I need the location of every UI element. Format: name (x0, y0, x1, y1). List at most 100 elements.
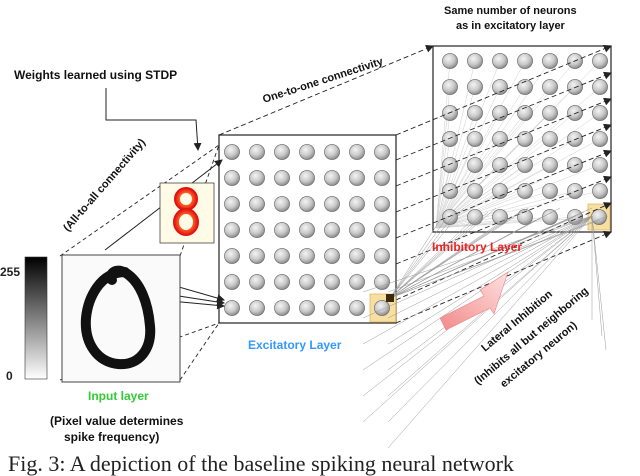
one-to-one-line (395, 123, 612, 213)
scale-max-label: 255 (0, 265, 20, 279)
excitatory-neuron (249, 300, 265, 316)
lateral-fan-line (387, 215, 593, 345)
excitatory-neuron (374, 274, 390, 290)
one-to-one-line (395, 71, 612, 161)
inhibitory-neuron (542, 53, 558, 69)
excitatory-neuron (299, 170, 315, 186)
inhibitory-neuron (542, 157, 558, 173)
excitatory-neuron-grid (224, 144, 390, 316)
inhibitory-neuron (592, 105, 608, 121)
excitatory-neuron (249, 170, 265, 186)
excitatory-neuron (274, 196, 290, 212)
excitatory-neuron (249, 274, 265, 290)
excitatory-neuron (224, 274, 240, 290)
inhibitory-neuron (492, 53, 508, 69)
inhibitory-neuron (592, 79, 608, 95)
one-to-one-line (395, 149, 612, 239)
excitatory-target-marker (386, 294, 394, 302)
inhibitory-fan-line (435, 112, 501, 229)
excitatory-neuron (374, 170, 390, 186)
inhibitory-neuron (567, 183, 583, 199)
inhibitory-fan-line (435, 164, 601, 229)
excitatory-neuron (299, 222, 315, 238)
inhibitory-neuron (542, 105, 558, 121)
inhibitory-fan-line (435, 138, 576, 229)
lateral-fan-line (389, 215, 609, 299)
lateral-fan-line (389, 207, 529, 299)
lateral-fan-line (389, 207, 465, 299)
excitatory-neuron (224, 222, 240, 238)
lateral-fan-line (389, 211, 457, 299)
inhibitory-neuron (592, 183, 608, 199)
inhibitory-neuron (517, 53, 533, 69)
lateral-fan-line (389, 211, 489, 299)
inhibitory-neuron (517, 157, 533, 173)
input-layer-label: Input layer (88, 389, 149, 403)
inhibitory-neuron (542, 183, 558, 199)
inhibitory-neuron (592, 53, 608, 69)
inhibitory-neuron (442, 157, 458, 173)
lateral-fan-line (591, 215, 603, 337)
one-to-one-line (395, 44, 612, 136)
inhibitory-neuron (567, 157, 583, 173)
lateral-fan-line (389, 207, 561, 299)
excitatory-neuron (249, 222, 265, 238)
inhibitory-neuron (442, 79, 458, 95)
inhibitory-neuron (517, 131, 533, 147)
one-to-one-line (395, 97, 612, 187)
inhibitory-neuron (467, 53, 483, 69)
excitatory-neuron (349, 170, 365, 186)
excitatory-neuron (224, 196, 240, 212)
excitatory-neuron (349, 222, 365, 238)
pixel-scale-bar (24, 256, 48, 380)
excitatory-neuron (299, 300, 315, 316)
excitatory-neuron (374, 248, 390, 264)
pixel-note-line-2: spike frequency) (64, 430, 159, 444)
lateral-fan-line (591, 215, 607, 351)
one-to-one-connections (218, 44, 612, 324)
lateral-fan-line (389, 207, 593, 299)
inhibitory-neuron (542, 79, 558, 95)
inhibitory-neuron (442, 53, 458, 69)
excitatory-neuron (274, 248, 290, 264)
same-number-label-1: Same number of neurons (444, 5, 577, 17)
weights-heatmap-digit (173, 187, 199, 236)
lateral-inhibition-arrow (439, 271, 509, 331)
excitatory-neuron (349, 248, 365, 264)
lateral-fan-line (387, 215, 593, 423)
lateral-fan-line (362, 215, 593, 319)
lateral-fan-line (389, 215, 481, 299)
excitatory-layer-label: Excitatory Layer (248, 338, 342, 352)
same-number-label-2: as in excitatory layer (456, 20, 566, 32)
inhibitory-neuron (517, 79, 533, 95)
excitatory-neuron (299, 196, 315, 212)
lateral-inhibition-lines (362, 207, 609, 449)
lateral-fan-line (362, 215, 593, 371)
excitatory-neuron (299, 248, 315, 264)
excitatory-neuron (349, 274, 365, 290)
lateral-fan-line (387, 215, 593, 319)
figure-caption: Fig. 3: A depiction of the baseline spik… (8, 451, 514, 476)
inhibitory-neuron (517, 209, 533, 225)
excitatory-highlight-neuron (374, 300, 390, 316)
inhibitory-fan-line (435, 190, 476, 229)
inhibitory-neuron-grid (442, 53, 608, 225)
inhibitory-fan-line (435, 86, 501, 229)
inhibitory-fan-line (435, 138, 476, 229)
excitatory-neuron (224, 170, 240, 186)
excitatory-neuron (299, 274, 315, 290)
lateral-fan-line (387, 215, 593, 449)
weights-connector (105, 88, 202, 151)
excitatory-neuron (274, 170, 290, 186)
inhibitory-neuron (467, 131, 483, 147)
lateral-fan-line (362, 215, 593, 293)
inhibitory-neuron (442, 131, 458, 147)
excitatory-neuron (349, 300, 365, 316)
excitatory-neuron (299, 144, 315, 160)
excitatory-neuron (224, 144, 240, 160)
excitatory-neuron (249, 248, 265, 264)
excitatory-neuron (274, 300, 290, 316)
inhibitory-neuron (467, 157, 483, 173)
excitatory-neuron (374, 196, 390, 212)
